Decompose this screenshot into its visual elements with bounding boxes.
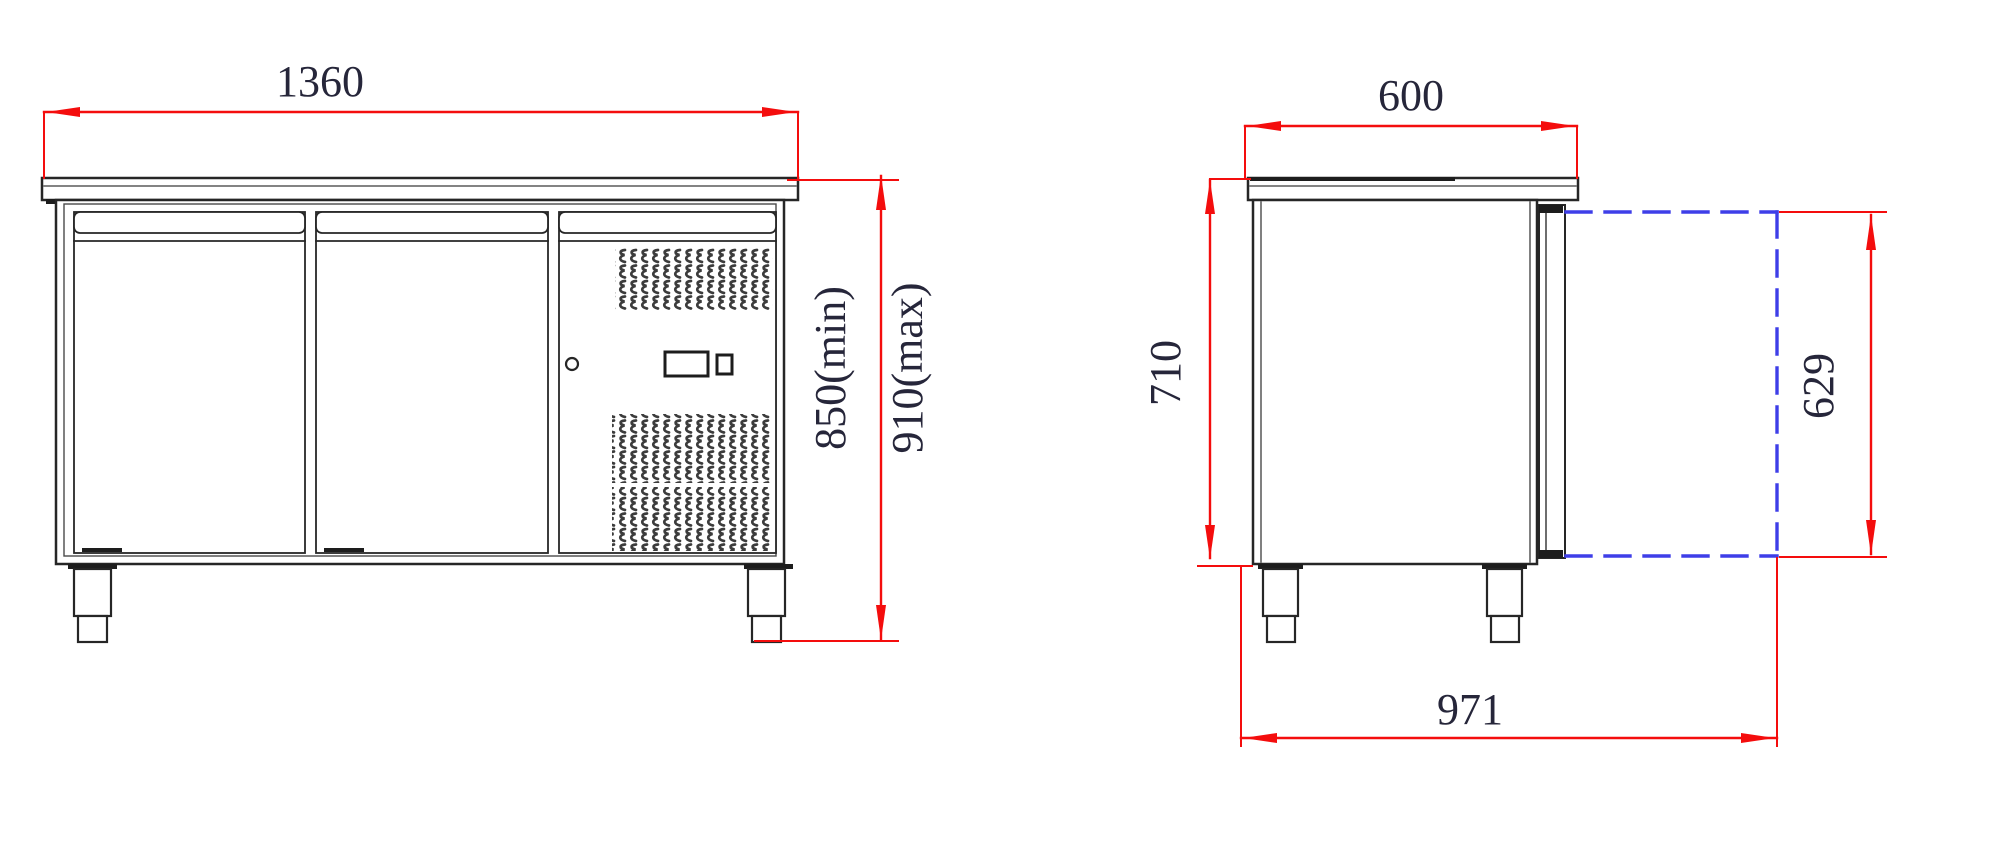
dim-front-width [42, 107, 800, 181]
front-door-left [73, 211, 306, 554]
door-hinge-bottom [1539, 550, 1563, 558]
dim-side-body-height [1197, 178, 1253, 567]
keyhole-icon [564, 356, 580, 372]
dim-door-open-height [1779, 211, 1887, 558]
vent-grille-bottom [612, 487, 772, 551]
door-swing-outline [1564, 210, 1779, 558]
dim-label-front-height-min: 850(min) [806, 286, 855, 450]
front-view: 1360 850(min) 910(max) [40, 57, 932, 644]
vent-grille-top [615, 248, 773, 310]
front-compressor-panel [558, 211, 777, 554]
switch-panel [663, 350, 734, 378]
front-door-right [315, 211, 549, 554]
vent-grille-middle [612, 414, 772, 483]
side-countertop [1246, 176, 1580, 202]
side-door [1538, 204, 1566, 559]
front-countertop [40, 176, 800, 204]
front-legs [68, 564, 793, 644]
dim-label-side-depth: 600 [1378, 71, 1444, 120]
dim-label-front-height-max: 910(max) [883, 282, 932, 453]
side-legs [1258, 564, 1527, 644]
dim-label-overall-depth: 971 [1437, 685, 1503, 734]
dim-side-depth [1243, 121, 1579, 179]
dim-label-door-open-height: 629 [1794, 353, 1843, 419]
dim-front-height [754, 174, 899, 642]
dim-label-side-body-height: 710 [1141, 340, 1190, 406]
side-body [1251, 198, 1539, 566]
dim-overall-depth [1239, 557, 1779, 747]
dim-label-front-width: 1360 [276, 57, 364, 106]
side-view: 600 710 629 971 [1141, 71, 1887, 747]
door-hinge-top [1539, 205, 1563, 213]
